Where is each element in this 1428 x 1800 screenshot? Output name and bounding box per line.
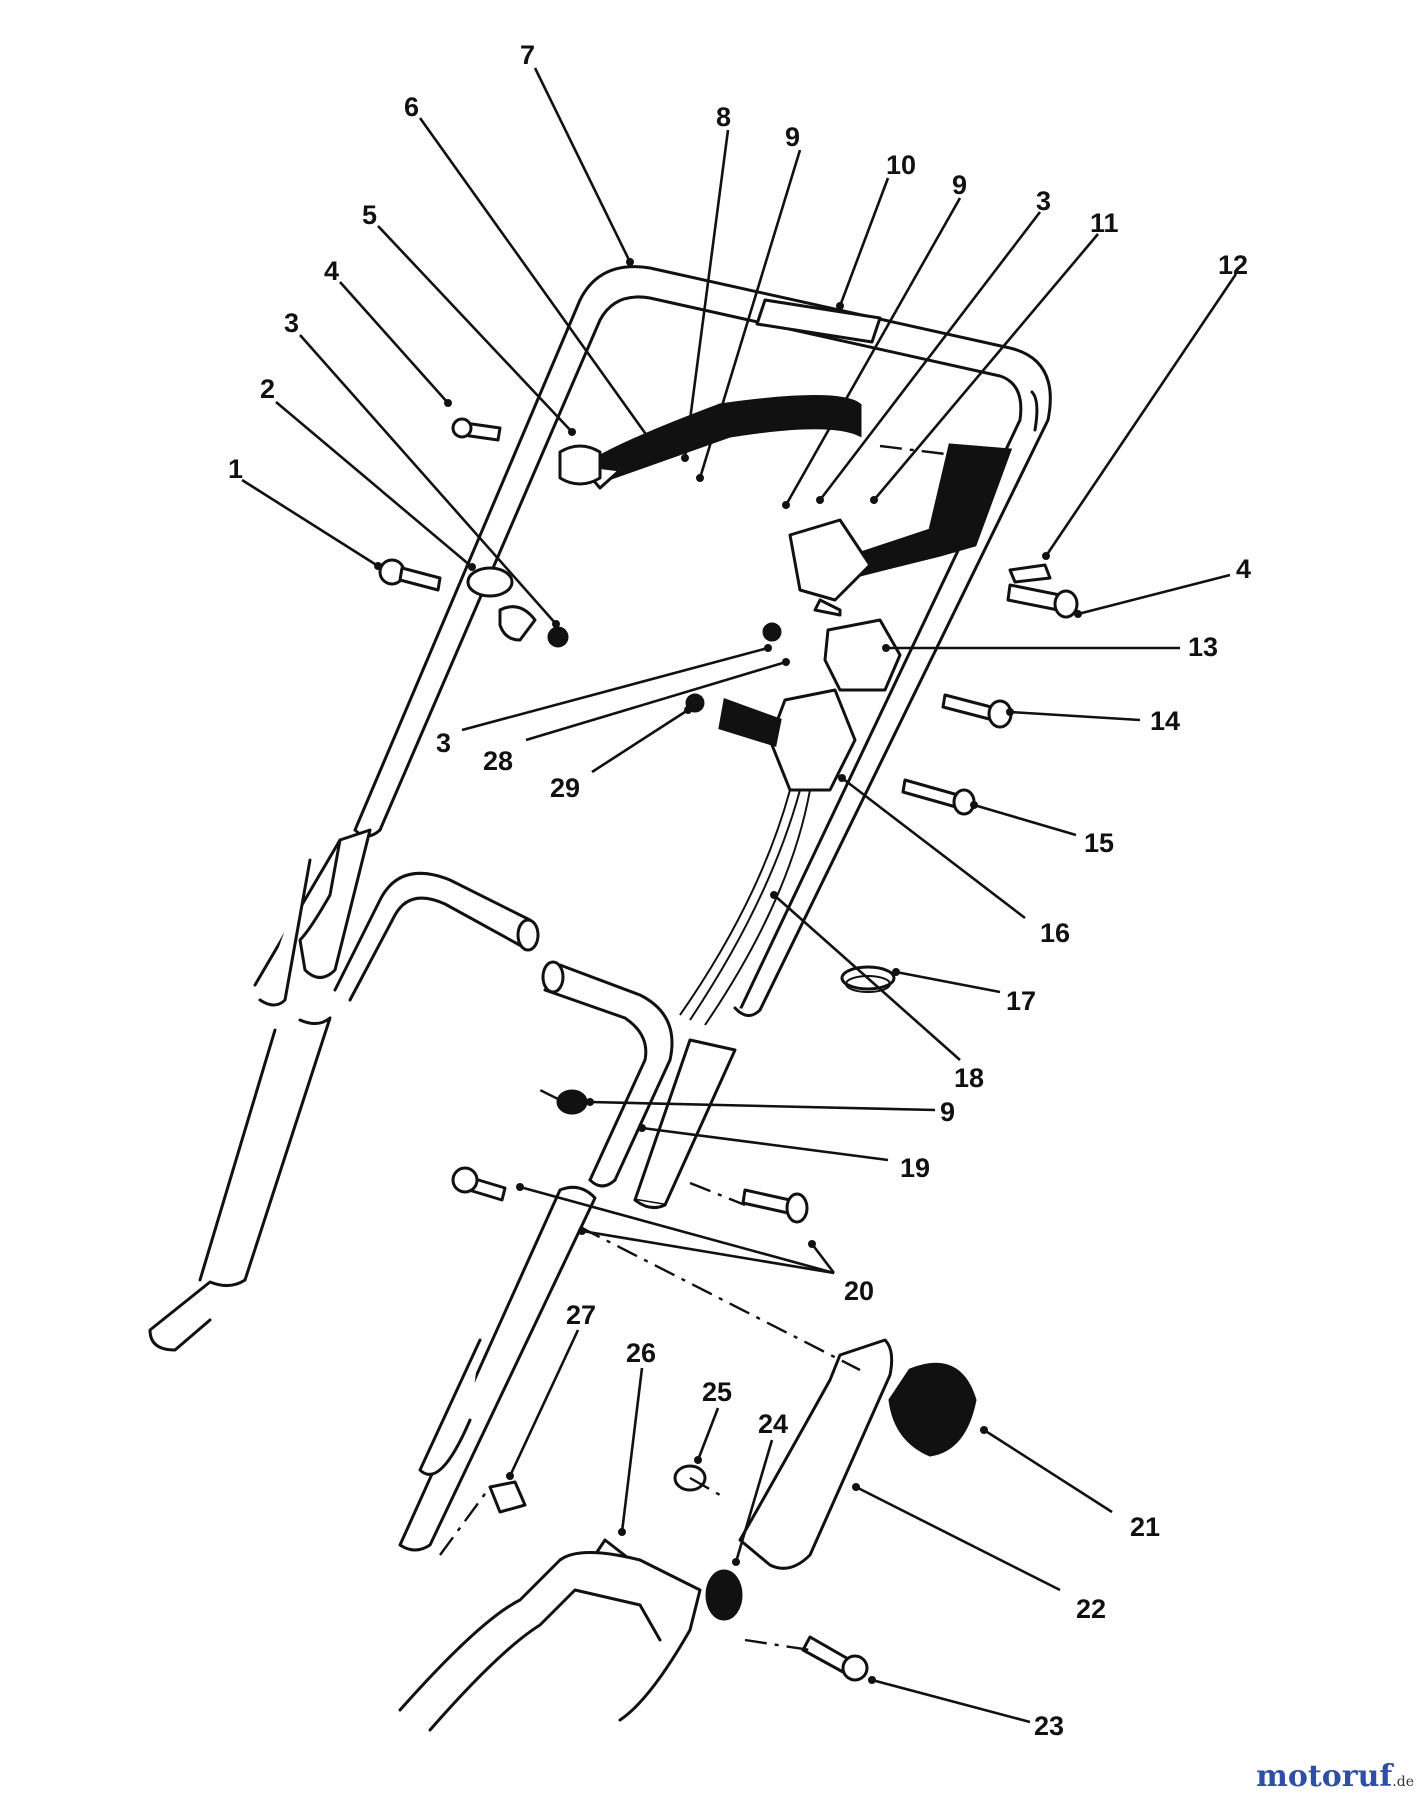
upper-handle: [353, 265, 1052, 1017]
svg-text:20: 20: [844, 1276, 874, 1306]
svg-text:25: 25: [702, 1377, 732, 1407]
svg-text:7: 7: [520, 40, 535, 70]
svg-text:4: 4: [1236, 554, 1251, 584]
callout-13: 13: [882, 632, 1218, 662]
callout-26: 26: [618, 1338, 656, 1536]
svg-text:29: 29: [550, 773, 580, 803]
svg-text:9: 9: [940, 1097, 955, 1127]
mid-handle: [148, 828, 737, 1352]
callout-9-top-right: 9: [782, 170, 967, 509]
callout-22: 22: [852, 1483, 1106, 1624]
callout-27: 27: [506, 1300, 596, 1480]
callout-15: 15: [970, 801, 1114, 858]
callout-9-top-left: 9: [696, 122, 802, 482]
callout-3-left: 3: [284, 308, 560, 628]
callout-6: 6: [404, 92, 654, 444]
svg-text:24: 24: [758, 1409, 788, 1439]
svg-text:26: 26: [626, 1338, 656, 1368]
callout-9-lower: 9: [586, 1097, 955, 1127]
svg-text:9: 9: [785, 122, 800, 152]
mount-hardware: [398, 1089, 977, 1732]
svg-text:23: 23: [1034, 1711, 1064, 1741]
callout-1: 1: [228, 454, 382, 570]
callout-19: 19: [638, 1124, 930, 1183]
watermark-text: motoruf: [1256, 1759, 1393, 1794]
svg-text:2: 2: [260, 374, 275, 404]
watermark-suffix: .de: [1392, 1774, 1414, 1790]
callout-3-top: 3: [816, 186, 1051, 504]
dash-lines: [439, 444, 963, 1652]
lower-handle: [398, 1185, 597, 1552]
callout-29: 29: [550, 706, 692, 803]
svg-text:1: 1: [228, 454, 243, 484]
watermark-logo: motoruf.de: [1256, 1759, 1414, 1794]
callout-4-left: 4: [324, 256, 452, 407]
callout-24: 24: [732, 1409, 788, 1566]
callout-18: 18: [770, 891, 984, 1093]
svg-text:10: 10: [886, 150, 916, 180]
callout-4-right: 4: [1074, 554, 1251, 618]
callout-20: 20: [516, 1183, 874, 1306]
svg-text:4: 4: [324, 256, 339, 286]
callout-5: 5: [362, 200, 576, 436]
svg-text:14: 14: [1150, 706, 1180, 736]
callout-2: 2: [260, 374, 476, 571]
svg-text:28: 28: [483, 746, 513, 776]
small-hardware: [378, 417, 1079, 1026]
svg-text:12: 12: [1218, 250, 1248, 280]
svg-text:3: 3: [1036, 186, 1051, 216]
svg-text:3: 3: [436, 728, 451, 758]
svg-text:18: 18: [954, 1063, 984, 1093]
svg-text:22: 22: [1076, 1594, 1106, 1624]
svg-text:9: 9: [952, 170, 967, 200]
control-bar-11: [788, 443, 1013, 617]
callout-21: 21: [980, 1426, 1160, 1542]
svg-text:15: 15: [1084, 828, 1114, 858]
callout-14: 14: [1006, 706, 1180, 736]
callout-10: 10: [836, 150, 916, 310]
callout-17: 17: [892, 968, 1036, 1016]
callout-25: 25: [694, 1377, 732, 1464]
svg-text:3: 3: [284, 308, 299, 338]
svg-text:19: 19: [900, 1153, 930, 1183]
svg-text:17: 17: [1006, 986, 1036, 1016]
svg-text:16: 16: [1040, 918, 1070, 948]
svg-text:27: 27: [566, 1300, 596, 1330]
callout-3-mid: 3: [436, 644, 772, 758]
callout-28: 28: [483, 658, 790, 776]
callout-11: 11: [870, 208, 1119, 504]
svg-text:5: 5: [362, 200, 377, 230]
callout-8: 8: [681, 102, 731, 462]
svg-text:21: 21: [1130, 1512, 1160, 1542]
callout-12: 12: [1042, 250, 1248, 560]
callout-23: 23: [868, 1676, 1064, 1741]
svg-text:8: 8: [716, 102, 731, 132]
callout-7: 7: [520, 40, 634, 266]
callout-16: 16: [838, 774, 1070, 948]
svg-text:11: 11: [1090, 208, 1119, 238]
svg-text:13: 13: [1188, 632, 1218, 662]
svg-text:6: 6: [404, 92, 419, 122]
